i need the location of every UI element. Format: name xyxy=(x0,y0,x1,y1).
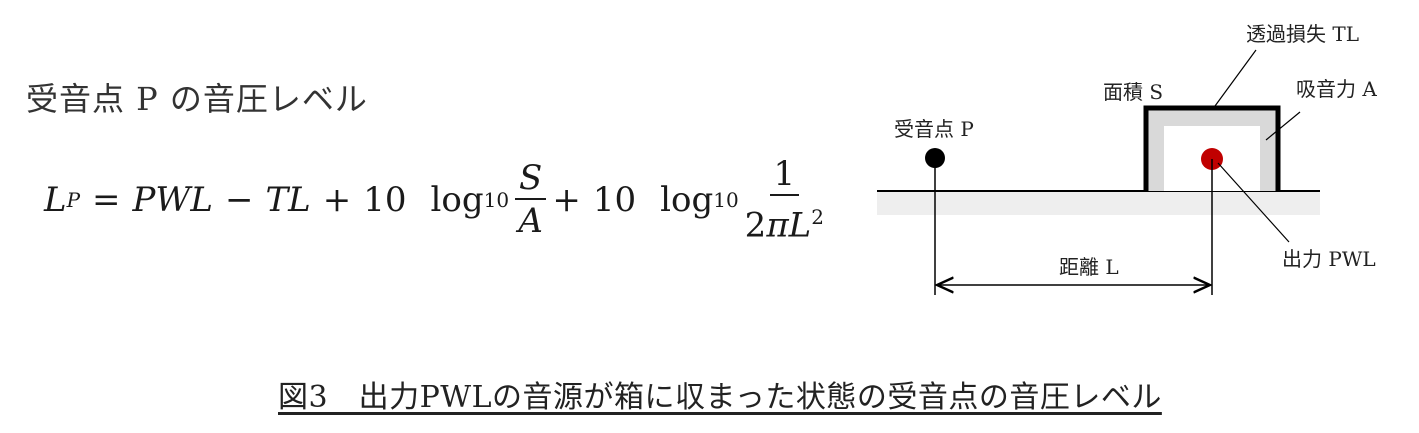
formula-term-tl: TL xyxy=(265,180,311,221)
figure-caption: 図3 出力PWLの音源が箱に収まった状態の受音点の音圧レベル xyxy=(278,380,1162,415)
tl-leader-line xyxy=(1214,49,1257,107)
formula-log-1-base: 10 xyxy=(483,188,510,213)
formula-frac1-den: A xyxy=(518,201,543,242)
formula-plus-1: + xyxy=(322,180,352,221)
formula-log-1: log xyxy=(430,180,484,221)
formula-frac1-num: S xyxy=(515,158,547,201)
formula-plus-2: + xyxy=(552,180,581,221)
formula-fraction-s-over-a: S A xyxy=(515,158,547,242)
formula-frac2-num: 1 xyxy=(769,154,800,196)
label-absorption: 吸音力 A xyxy=(1296,77,1377,101)
formula-frac2-den-pi: π xyxy=(766,205,789,246)
formula-frac2-den-l: L xyxy=(788,205,812,246)
formula-fraction-1-over-2pil2: 1 2πL2 xyxy=(745,154,824,246)
formula-lhs-sub: P xyxy=(66,188,81,213)
power-leader-line xyxy=(1217,162,1290,243)
formula-minus: − xyxy=(224,180,254,221)
formula-term-pwl: PWL xyxy=(132,180,213,221)
formula-eq: = xyxy=(92,180,121,221)
label-distance: 距離 L xyxy=(1059,255,1119,279)
formula-frac2-den-2: 2 xyxy=(744,205,767,246)
formula-log-2-base: 10 xyxy=(713,188,739,213)
formula-coef-1: 10 xyxy=(363,180,407,221)
absorption-leader-line xyxy=(1265,111,1301,141)
formula-frac2-den: 2πL2 xyxy=(745,196,824,246)
enclosure-box xyxy=(1143,105,1281,191)
label-receiver: 受音点 P xyxy=(894,117,974,141)
label-area: 面積 S xyxy=(1103,80,1163,104)
heading: 受音点 P の音圧レベル xyxy=(26,80,368,118)
formula-log-2: log xyxy=(660,180,714,221)
label-transmission-loss: 透過損失 TL xyxy=(1246,22,1359,46)
label-power: 出力 PWL xyxy=(1282,247,1376,271)
formula-coef-2: 10 xyxy=(592,180,637,221)
formula-frac2-den-exp: 2 xyxy=(811,205,824,229)
formula-lhs: L xyxy=(44,180,67,221)
